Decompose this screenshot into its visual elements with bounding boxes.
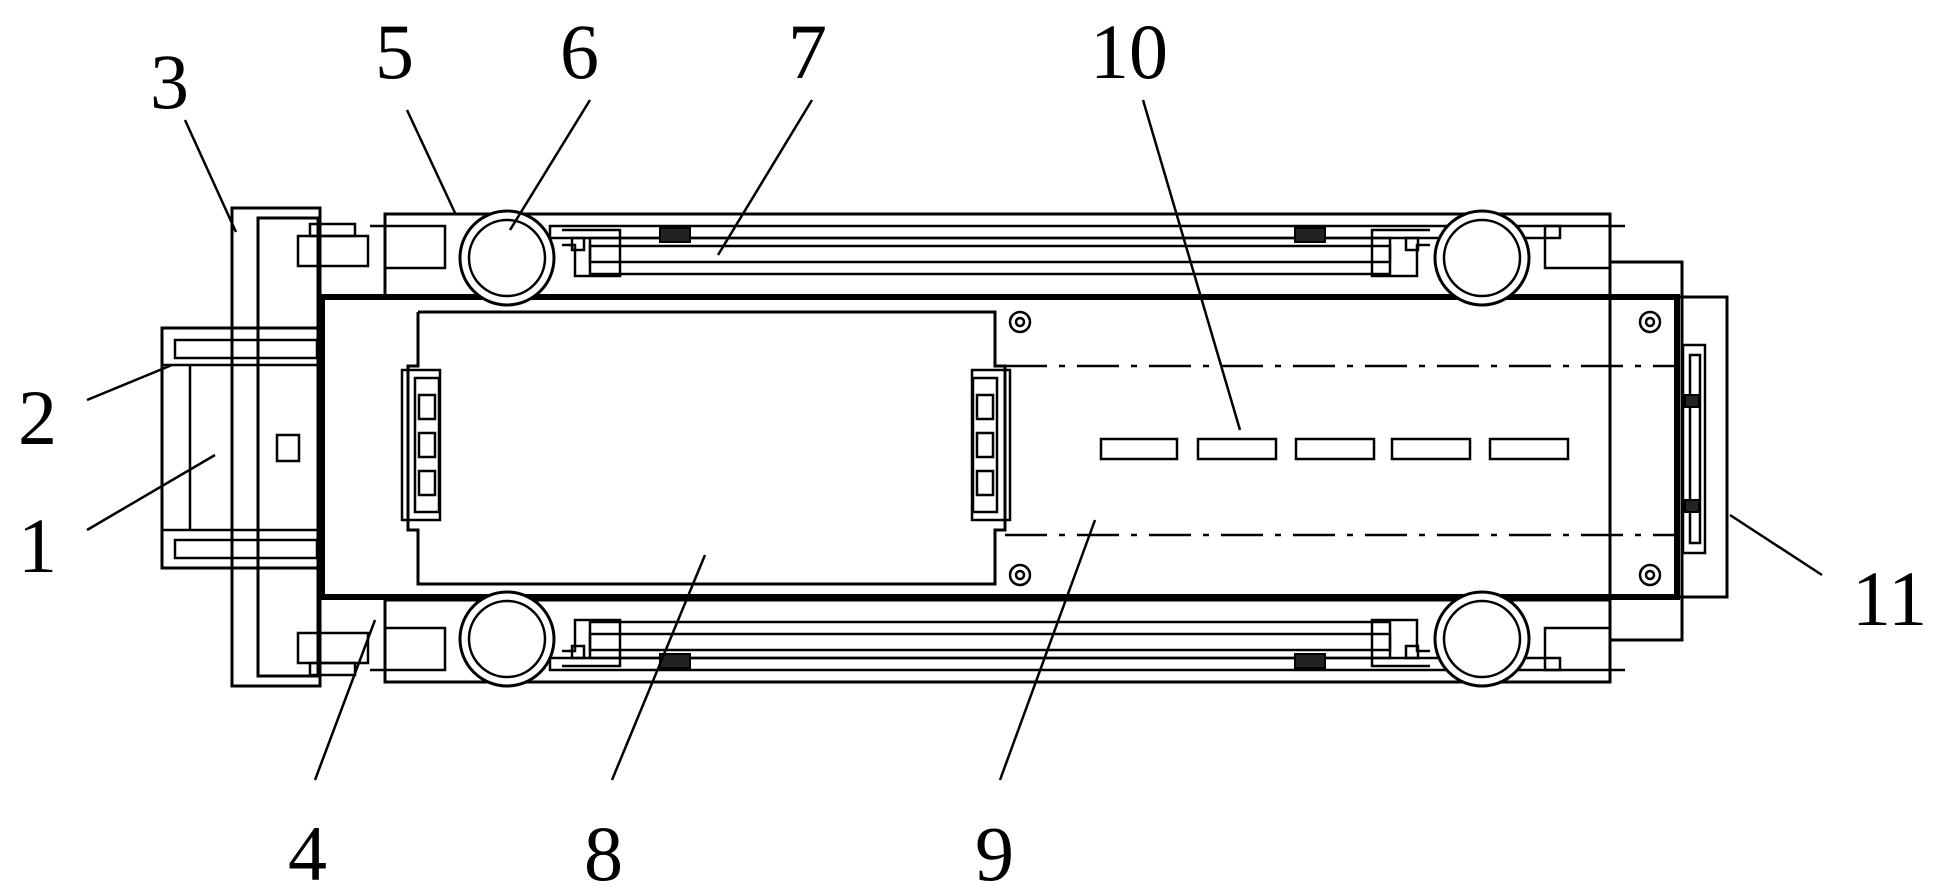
label-9: 9 (975, 810, 1014, 895)
main-frame (319, 294, 1680, 600)
motor-housing (160, 326, 324, 570)
carriage-plate (400, 310, 1012, 586)
label-1: 1 (18, 502, 57, 589)
label-4: 4 (288, 810, 327, 895)
label-7: 7 (788, 8, 827, 95)
label-6: 6 (560, 8, 599, 95)
label-8: 8 (584, 810, 623, 895)
part-labels: 1 2 3 4 5 6 7 8 9 10 11 (18, 8, 1927, 895)
label-11: 11 (1852, 555, 1927, 642)
track-area (1005, 310, 1677, 587)
right-end-cap (1675, 295, 1729, 599)
leader-lines (86, 99, 1823, 781)
label-2: 2 (18, 374, 57, 461)
label-3: 3 (150, 38, 189, 125)
label-10: 10 (1090, 8, 1168, 95)
wheels (458, 209, 1531, 688)
label-5: 5 (375, 8, 414, 95)
slot-row (1099, 437, 1570, 461)
